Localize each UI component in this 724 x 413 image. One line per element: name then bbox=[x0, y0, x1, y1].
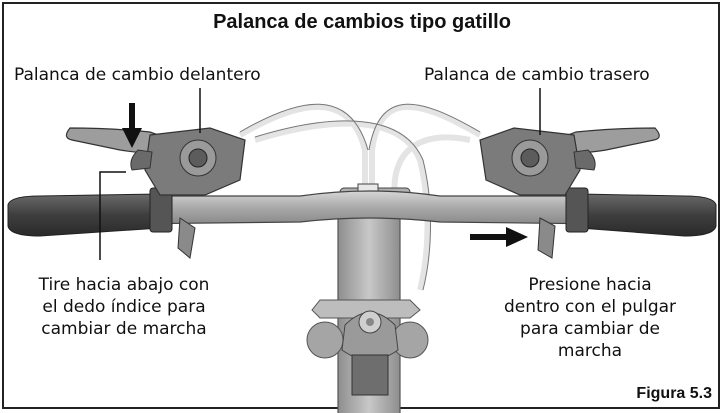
push-instruction-line: dentro con el pulgar bbox=[503, 297, 677, 317]
stem bbox=[306, 183, 429, 413]
pull-instruction-line: Tire hacia abajo con bbox=[38, 275, 210, 295]
pull-instruction-label: Tire hacia abajo con el dedo índice para… bbox=[24, 274, 224, 340]
pull-instruction-line: el dedo índice para bbox=[42, 297, 206, 317]
pull-instruction-line: cambiar de marcha bbox=[41, 319, 207, 339]
push-instruction-label: Presione hacia dentro con el pulgar para… bbox=[490, 274, 690, 362]
right-arrow bbox=[470, 227, 528, 247]
figure-number: Figura 5.3 bbox=[636, 385, 712, 402]
rear-shifter-label: Palanca de cambio trasero bbox=[424, 65, 650, 85]
left-shifter bbox=[130, 127, 246, 259]
push-instruction-line: para cambiar de bbox=[520, 319, 660, 339]
brake-cables bbox=[238, 103, 482, 291]
right-grip bbox=[565, 187, 717, 237]
front-shifter-label: Palanca de cambio delantero bbox=[14, 65, 261, 85]
push-instruction-line: Presione hacia bbox=[528, 275, 652, 295]
push-instruction-line: marcha bbox=[557, 341, 623, 361]
figure-title: Palanca de cambios tipo gatillo bbox=[213, 11, 511, 33]
right-shifter bbox=[479, 127, 596, 259]
leader-lines bbox=[99, 88, 541, 260]
down-arrow bbox=[122, 103, 142, 148]
left-grip bbox=[7, 187, 173, 237]
